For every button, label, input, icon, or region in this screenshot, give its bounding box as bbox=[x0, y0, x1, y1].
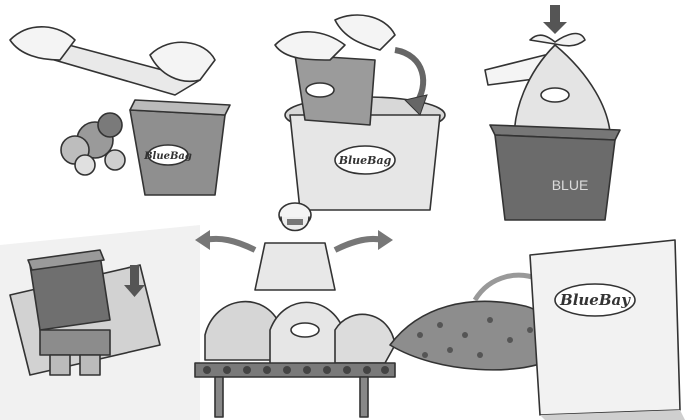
tied-bag-icon: BLUE bbox=[470, 0, 640, 220]
step-tie-bag-panel: BLUE bbox=[470, 0, 640, 220]
compost-sack-icon: BlueBay bbox=[380, 235, 690, 420]
truck-icon bbox=[0, 225, 200, 420]
step-sorting-panel bbox=[185, 195, 400, 420]
bin-logo: BlueBag bbox=[338, 154, 392, 167]
step-compost-panel: BlueBay bbox=[380, 235, 690, 420]
caddy-logo: BlueBag bbox=[143, 151, 192, 162]
sack-logo: BlueBay bbox=[559, 291, 631, 309]
step-collection-panel bbox=[0, 225, 200, 420]
conveyor-icon bbox=[185, 195, 400, 420]
bin-label: BLUE bbox=[552, 177, 589, 193]
green-bin-icon: BlueBag bbox=[255, 0, 455, 215]
step-scrape-food-panel: BlueBag bbox=[0, 0, 240, 210]
kitchen-caddy-icon: BlueBag bbox=[0, 0, 240, 210]
step-empty-caddy-panel: BlueBag bbox=[255, 0, 455, 215]
